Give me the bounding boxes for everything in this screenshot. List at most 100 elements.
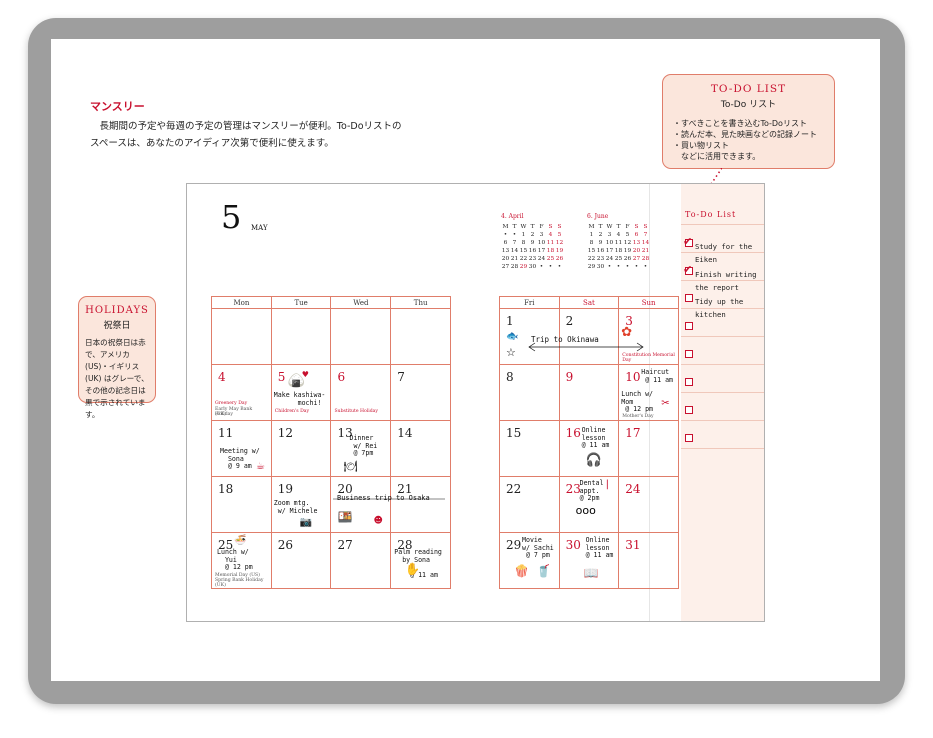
day-cell-31[interactable]: 31 <box>618 532 679 589</box>
mini-date: 1 <box>521 232 526 238</box>
hibiscus-icon: ✿ <box>621 325 633 340</box>
day-cell-20[interactable]: 20 🍱 ☻ <box>330 476 392 533</box>
mini-date: 4 <box>616 232 621 238</box>
todo-checkbox[interactable] <box>685 239 693 247</box>
day-cell-7[interactable]: 7 <box>390 364 451 421</box>
mini-day-header: T <box>598 224 603 230</box>
day-cell-3[interactable]: 3 ✿ Constitution Memorial Day <box>618 308 679 365</box>
day-cell-12[interactable]: 12 <box>270 420 332 477</box>
todo-checkbox[interactable] <box>685 322 693 330</box>
coffee-cup-icon: ☕ <box>256 461 265 472</box>
day-cell-16[interactable]: 16 Online lesson @ 11 am 🎧 <box>558 420 620 477</box>
mini-date: 11 <box>546 240 555 246</box>
mini-date: 19 <box>623 248 632 254</box>
day-cell-13[interactable]: 13 Dinner w/ Rei @ 7pm 🍽 <box>330 420 392 477</box>
day-cell-23[interactable]: 23 Dental appt. @ 2pm | ooo <box>558 476 620 533</box>
mini-day-header: W <box>520 224 527 230</box>
day-number: 4 <box>218 370 226 384</box>
day-cell-10[interactable]: 10 Haircut @ 11 am Lunch w/ Mom @ 12 pm … <box>618 364 679 421</box>
day-number: 8 <box>506 370 514 384</box>
day-number: 16 <box>565 426 581 440</box>
mini-day-header: F <box>539 224 544 230</box>
mini-day-header: T <box>616 224 621 230</box>
day-cell-18[interactable]: 18 <box>211 476 272 533</box>
day-cell-4[interactable]: 4 Greenery Day Early May Bank Holiday (U… <box>211 364 272 421</box>
checkmark-icon: ✔ <box>683 235 693 248</box>
mini-date: 15 <box>519 248 528 254</box>
day-cell-22[interactable]: 22 <box>499 476 560 533</box>
drink-cup-icon: 🥤 <box>536 564 551 578</box>
day-cell-1[interactable]: 1 🐟 ☆ <box>499 308 560 365</box>
mini-date: 23 <box>528 256 537 262</box>
holiday-label: Mother's Day <box>622 414 654 419</box>
mini-date: • <box>512 232 517 238</box>
day-cell-17[interactable]: 17 <box>618 420 679 477</box>
mini-date: 20 <box>632 248 641 254</box>
mini-date: 14 <box>641 240 650 246</box>
weekday-header: Mon <box>211 296 272 309</box>
day-cell-15[interactable]: 15 <box>499 420 560 477</box>
mini-day-header: M <box>588 224 595 230</box>
day-cell-empty[interactable] <box>330 308 392 365</box>
day-cell-27[interactable]: 27 <box>330 532 392 589</box>
weekday-header: Wed <box>330 296 392 309</box>
todo-checkbox[interactable] <box>685 378 693 386</box>
day-number: 25 <box>218 538 234 552</box>
todo-item-text: Study for the Eiken <box>695 242 753 264</box>
day-cell-26[interactable]: 26 <box>270 532 332 589</box>
mini-day-header: S <box>557 224 562 230</box>
day-cell-19[interactable]: 19 Zoom mtg. w/ Michele 📷 <box>270 476 332 533</box>
mini-date: 29 <box>587 264 596 270</box>
mini-date: 1 <box>589 232 594 238</box>
section-title: マンスリー <box>90 100 145 113</box>
day-cell-9[interactable]: 9 <box>558 364 620 421</box>
mini-date: 23 <box>596 256 605 262</box>
todo-checkbox[interactable] <box>685 267 693 275</box>
mini-date: 15 <box>587 248 596 254</box>
holidays-callout-body: 日本の祝祭日は赤で、アメリカ (US)・イギリス (UK) はグレーで、その他の… <box>85 338 149 419</box>
day-cell-empty[interactable] <box>390 308 451 365</box>
day-number: 5 <box>277 370 286 384</box>
todo-callout: TO-DO LIST To-Do リスト ・すべきことを書き込むTo-Doリスト… <box>662 74 835 169</box>
holiday-label: Spring Bank Holiday <box>215 578 264 583</box>
todo-checkbox[interactable] <box>685 350 693 358</box>
day-cell-5[interactable]: 5 🍙 ♥ Make kashiwa- mochi! Children's Da… <box>270 364 332 421</box>
mini-date: 16 <box>528 248 537 254</box>
mini-date: 9 <box>530 240 535 246</box>
rice-cake-icon: 🍙 <box>287 373 306 389</box>
day-number: 19 <box>277 482 294 496</box>
mini-date: 2 <box>598 232 603 238</box>
day-cell-8[interactable]: 8 <box>499 364 560 421</box>
day-cell-21[interactable]: 21 <box>390 476 451 533</box>
mini-date: 17 <box>605 248 614 254</box>
day-cell-empty[interactable] <box>270 308 332 365</box>
mini-date: • <box>557 264 562 270</box>
business-trip-note: Business trip to Osaka <box>337 494 430 502</box>
holiday-label: Constitution Memorial Day <box>622 353 675 363</box>
day-cell-14[interactable]: 14 <box>390 420 451 477</box>
day-cell-empty[interactable] <box>211 308 272 365</box>
todo-checkbox[interactable] <box>685 434 693 442</box>
todo-line <box>681 392 764 393</box>
todo-line <box>681 252 764 253</box>
day-number: 28 <box>397 538 413 552</box>
day-cell-24[interactable]: 24 <box>618 476 679 533</box>
day-cell-29[interactable]: 29 Movie w/ Sachi @ 7 pm 🍿 🥤 <box>499 532 560 589</box>
mini-date: 6 <box>503 240 508 246</box>
event-note: Online lesson @ 11 am <box>585 536 614 559</box>
day-cell-28[interactable]: 28 Palm reading by Sona @ 11 am ✋ <box>390 532 451 589</box>
mini-day-header: T <box>530 224 535 230</box>
mini-date: • <box>607 264 612 270</box>
day-cell-6[interactable]: 6 Substitute Holiday <box>330 364 392 421</box>
todo-checkbox[interactable] <box>685 294 693 302</box>
day-cell-25[interactable]: 25 🍜 Lunch w/ Yui @ 12 pm Memorial Day (… <box>211 532 272 589</box>
todo-callout-bullet: ・買い物リスト <box>673 141 729 150</box>
day-cell-11[interactable]: 11 Meeting w/ Sona @ 9 am ☕ <box>211 420 272 477</box>
todo-checkbox[interactable] <box>685 406 693 414</box>
mini-date: • <box>625 264 630 270</box>
weekday-header: Sun <box>618 296 679 309</box>
day-cell-30[interactable]: 30 Online lesson @ 11 am 📖 <box>558 532 620 589</box>
food-bowl-icon: 🍜 <box>234 535 247 546</box>
